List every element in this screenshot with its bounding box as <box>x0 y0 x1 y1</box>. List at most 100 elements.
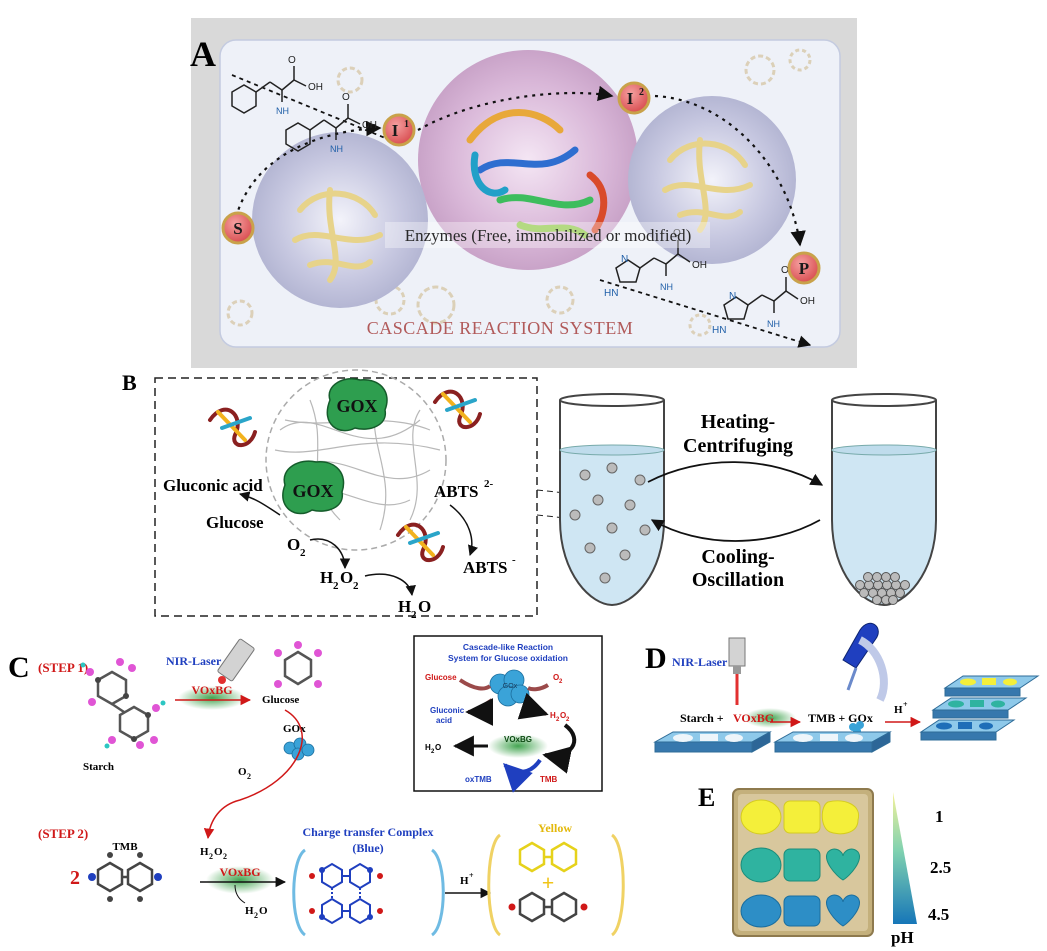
ph-axis-label: pH <box>891 928 914 947</box>
protein-structure-right <box>662 137 753 233</box>
inset-h2o2-h: H <box>550 711 556 720</box>
h2o-h: H <box>398 597 411 616</box>
chem-nh2-label: NH <box>330 144 343 154</box>
panel-e-label: E <box>698 783 715 812</box>
h-plus-label: H <box>894 704 903 716</box>
panel-b: B GOX GOX Gluconic acid Glucose <box>122 369 937 621</box>
h-plus-superscript: + <box>469 871 474 880</box>
h-plus-superscript: + <box>903 700 908 709</box>
chem-o-label: O <box>673 228 681 239</box>
chem-nh2-label: NH <box>767 319 780 329</box>
yellow-product-structure: + <box>508 841 588 923</box>
h2o2-o: O <box>340 568 353 587</box>
panel-d-label: D <box>645 642 667 675</box>
h2o2-h: H <box>200 846 209 858</box>
gel-row-green <box>740 847 860 883</box>
heating-label-line-1: Heating- <box>701 411 775 433</box>
cascade-arrow-s-to-i1 <box>232 120 382 226</box>
panel-e: E 1 2.5 4.5 pH <box>698 783 951 947</box>
voxbg-glow <box>744 708 796 728</box>
gox-label-1: GOX <box>336 396 377 416</box>
voxbg-glow <box>206 866 274 894</box>
starch-plus-label: Starch + <box>680 711 724 725</box>
chem-oh-label: OH <box>800 296 815 307</box>
inset-h2o2-subscript: 2 <box>556 717 560 723</box>
ph-value-2-5: 2.5 <box>930 858 951 877</box>
h-plus-label: H <box>460 875 469 887</box>
gox-enzyme-icon <box>849 721 864 735</box>
tmb-gox-label: TMB + GOx <box>808 711 873 725</box>
yellow-product-title: Yellow <box>538 821 572 835</box>
h2o2-subscript: 2 <box>223 852 227 861</box>
ph-value-1: 1 <box>935 807 944 826</box>
abts-2-charge: 2- <box>484 478 494 490</box>
cooling-label-line-2: Oscillation <box>692 569 784 591</box>
ct-complex-title-1: Charge transfer Complex <box>302 825 433 839</box>
gox-enzyme-icon <box>283 737 315 761</box>
inset-h2o-o: O <box>435 743 441 752</box>
o2-label: O <box>238 766 247 778</box>
panel-a: O OH NH O OH NH N HN O OH NH N HN O OH N… <box>190 18 857 368</box>
peroxidase-ribbon-icon <box>396 522 445 563</box>
reaction-arrow <box>364 573 416 597</box>
ct-complex-title-2: (Blue) <box>352 841 383 855</box>
node-i2: I 2 <box>617 81 651 115</box>
glucose-molecule-icon <box>274 641 322 688</box>
inset-gluconic-2: acid <box>436 716 452 725</box>
panel-c: C (STEP 1) (STEP 2) Starch NIR-Laser VOx… <box>8 635 625 937</box>
starch-molecule-icon <box>80 658 166 749</box>
gel-row-yellow <box>740 799 860 835</box>
heating-label-line-2: Centrifuging <box>683 435 793 457</box>
chem-oh-label: OH <box>362 120 377 131</box>
inset-h2o2-subscript: 2 <box>566 717 570 723</box>
cascade-system-title: CASCADE REACTION SYSTEM <box>367 318 634 338</box>
reaction-arrow <box>238 491 281 516</box>
inset-h2o-subscript: 2 <box>431 749 435 755</box>
h2o2-h: H <box>320 568 333 587</box>
ph-value-4-5: 4.5 <box>928 905 949 924</box>
panel-d: D NIR-Laser Starch + VOxBG TMB + GOx <box>645 622 1040 753</box>
nir-laser-icon <box>728 637 746 705</box>
abts-radical-label: ABTS <box>463 558 507 577</box>
voxbg-label: VOxBG <box>191 683 232 697</box>
h2o-h: H <box>245 905 254 917</box>
inset-glucose-label: Glucose <box>425 673 457 682</box>
inset-voxbg-label: VOxBG <box>504 735 532 744</box>
enzyme-bubble-right <box>628 96 796 264</box>
inset-title-2: System for Glucose oxidation <box>448 653 568 663</box>
chem-hn-label: HN <box>712 325 726 336</box>
voxbg-label: VOxBG <box>219 865 260 879</box>
protein-structure-left <box>292 187 383 283</box>
histidine-structure-2 <box>723 277 799 320</box>
ct-complex-brackets <box>292 848 445 937</box>
gox-enzyme-blob <box>282 460 345 515</box>
inset-o2-label: O <box>553 673 559 682</box>
panel-a-label: A <box>190 34 216 74</box>
chem-o-label: O <box>288 55 296 66</box>
inset-title-1: Cascade-like Reaction <box>463 642 553 652</box>
phenylalanine-structure-2 <box>285 104 361 152</box>
reaction-arrow <box>309 538 351 570</box>
chem-o-label: O <box>781 265 789 276</box>
chem-oh-label: OH <box>308 82 323 93</box>
panel-b-label: B <box>122 370 137 395</box>
cooling-label-line-1: Cooling- <box>701 546 774 568</box>
hydrogel-network-circle <box>265 369 447 551</box>
starch-label: Starch <box>83 761 114 773</box>
node-i2-superscript: 2 <box>639 87 644 98</box>
h2o-subscript: 2 <box>411 609 417 621</box>
enzyme-bubble-center <box>418 50 638 270</box>
h2o2-o: O <box>214 846 223 858</box>
inset-h2o2-o: O <box>560 711 566 720</box>
chem-n-label: N <box>621 254 628 265</box>
chem-o-label: O <box>342 92 350 103</box>
inset-oxtmb-label: oxTMB <box>465 775 492 784</box>
chem-n-label: N <box>729 291 736 302</box>
tmb-label: TMB <box>112 841 138 853</box>
glucose-oxidation-inset: Cascade-like Reaction System for Glucose… <box>413 635 603 793</box>
peroxidase-ribbon-icon <box>208 407 257 448</box>
cooling-arrow <box>650 519 821 542</box>
node-s-label: S <box>233 219 242 238</box>
step-1-label: (STEP 1) <box>38 660 88 675</box>
